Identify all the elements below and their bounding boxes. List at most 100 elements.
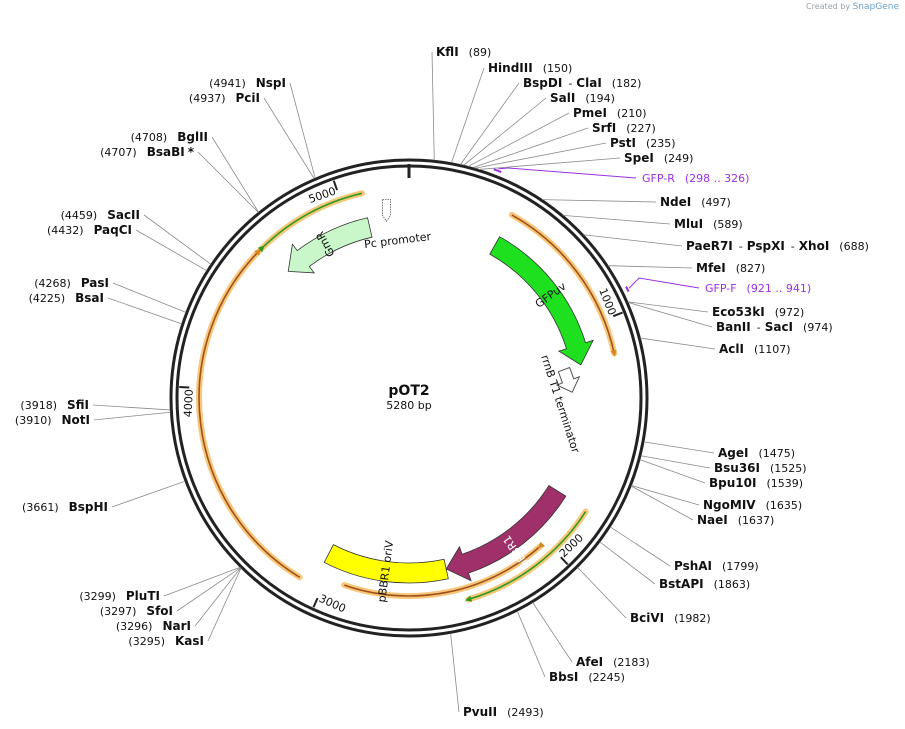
site-position: (4941) (209, 77, 246, 90)
orf-arc (196, 248, 303, 581)
site-name: SacII (107, 208, 140, 222)
site-name: MluI (674, 217, 703, 231)
tick-2000 (560, 556, 569, 566)
site-position: (2183) (613, 656, 650, 669)
svg-text:BanII-SacI(974): BanII-SacI(974) (716, 320, 833, 334)
svg-text:GFP-R(298 .. 326): GFP-R(298 .. 326) (642, 172, 749, 185)
site-agei: AgeI(1475) (643, 441, 795, 460)
feature-pc-promoter: Pc promoter (363, 198, 432, 251)
feature-pbbr1-rep: pBBR1 Rep (445, 484, 567, 582)
site-leader (472, 127, 589, 169)
site-name: PvuII (463, 705, 497, 719)
orf-arc (257, 190, 365, 253)
feature-label: rrnB T1 terminator (538, 353, 582, 455)
site-sfoi: (3297)SfoI (100, 567, 241, 618)
site-spei: SpeI(249) (478, 151, 693, 170)
svg-text:(3297)SfoI: (3297)SfoI (100, 604, 173, 618)
site-position: (4708) (131, 131, 168, 144)
site-leader (608, 265, 693, 269)
feature-gmr: GmR (287, 217, 373, 274)
site-name: BsaBI (147, 145, 185, 159)
site-leader (431, 51, 435, 161)
site-position: (4432) (47, 224, 84, 237)
site-name: PshAI (674, 559, 712, 573)
site-name: PaeR7I (686, 239, 733, 253)
site-bpu10i: Bpu10I(1539) (639, 459, 803, 490)
site-pasi: (4268)PasI (34, 276, 187, 313)
tick-1000 (612, 311, 623, 318)
svg-text:(3661)BspHI: (3661)BspHI (22, 500, 108, 514)
site-name: BspDI (523, 76, 562, 90)
site-leader (450, 633, 460, 713)
site-position: (972) (775, 306, 805, 319)
site-leader (111, 480, 186, 508)
site-leader (631, 485, 700, 506)
svg-text:PstI(235): PstI (235) (610, 136, 676, 150)
site-afei: AfeI(2183) (532, 602, 650, 669)
site-leader (289, 82, 316, 179)
credit-brand: SnapGene (852, 2, 899, 12)
site-position: (589) (713, 218, 743, 231)
svg-text:GFP-F(921 .. 941): GFP-F(921 .. 941) (705, 282, 811, 295)
site-position: (235) (646, 137, 676, 150)
site-leader (197, 151, 259, 213)
site-position: (1107) (754, 343, 791, 356)
feature-arrow (323, 544, 449, 584)
site-banii: BanII-SacI(974) (627, 301, 833, 334)
svg-text:NgoMIV(1635): NgoMIV(1635) (703, 498, 802, 512)
site-bstapi: BstAPI(1863) (599, 541, 751, 591)
feature-gfpuv: GFPuv (489, 236, 594, 366)
tick-3000 (312, 597, 319, 608)
site-position: (1863) (714, 578, 751, 591)
primer-name: GFP-R (642, 172, 675, 185)
svg-text:AfeI(2183): AfeI(2183) (576, 655, 650, 669)
site-position: (3918) (20, 399, 57, 412)
svg-text:AgeI(1475): AgeI(1475) (718, 446, 795, 460)
site-position: (974) (803, 321, 833, 334)
site-srfi: SrfI(227) (472, 121, 656, 169)
site-leader (599, 541, 656, 585)
site-paer7i: PaeR7I-PspXI-XhoI(688) (583, 234, 869, 253)
svg-text:(4707)BsaBI*: (4707)BsaBI* (100, 145, 195, 159)
site-leader (639, 459, 706, 484)
site-name: NgoMIV (703, 498, 756, 512)
site-eco53ki: Eco53kI(972) (627, 301, 805, 319)
tick-5000 (332, 180, 338, 191)
svg-text:(3910)NotI: (3910)NotI (15, 413, 90, 427)
site-name: PstI (610, 136, 636, 150)
site-leader (112, 282, 187, 313)
svg-text:PmeI(210): PmeI (210) (573, 106, 647, 120)
site-name: PmeI (573, 106, 607, 120)
svg-text:SpeI(249): SpeI(249) (624, 151, 693, 165)
site-name: Bsu36I (714, 461, 760, 475)
site-position: (2493) (507, 706, 544, 719)
site-name: KflI (436, 45, 459, 59)
site-leader (107, 297, 182, 325)
credit-prefix: Created by (806, 2, 851, 11)
site-mlui: MluI (589) (563, 214, 743, 231)
site-nari: (3296)NarI (116, 567, 242, 633)
orf-arc (465, 508, 589, 603)
site-leader (463, 97, 547, 166)
primers: GFP-R(298 .. 326) GFP-F(921 .. 941) (493, 167, 811, 295)
restriction-sites: KflI(89)HindIII(150)BspDI-ClaI(182)SalI(… (15, 45, 869, 719)
site-position: (210) (617, 107, 647, 120)
plasmid-backbone (169, 158, 649, 638)
site-position: (227) (626, 122, 656, 135)
feature-rrnb-t1-terminator: rrnB T1 terminator (538, 353, 582, 455)
site-name: SfiI (67, 398, 89, 412)
svg-text:PvuII(2493): PvuII (2493) (463, 705, 544, 719)
svg-text:(3295)KasI: (3295)KasI (128, 634, 204, 648)
site-leader (93, 411, 171, 421)
site-name: NotI (62, 413, 91, 427)
orf-arc (508, 211, 618, 357)
site-naei: NaeI(1637) (631, 485, 774, 527)
svg-text:(4459)SacII: (4459)SacII (61, 208, 140, 222)
feature-arrow (489, 236, 594, 366)
site-name: PciI (236, 91, 261, 105)
site-leader (627, 301, 709, 313)
site-position: (2245) (588, 671, 625, 684)
svg-text:NaeI(1637): NaeI(1637) (697, 513, 774, 527)
